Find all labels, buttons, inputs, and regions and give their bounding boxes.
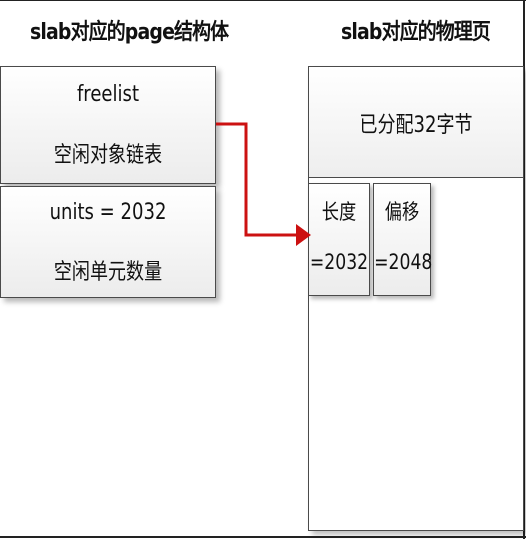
freelist-field: freelist 空闲对象链表	[0, 66, 216, 184]
allocated-block: 已分配32字节	[308, 66, 524, 178]
length-cell: 长度 =2032	[308, 183, 370, 296]
frame-bottom-border	[0, 536, 526, 538]
page-struct-title: slab对应的page结构体	[30, 20, 229, 45]
freelist-label: freelist	[76, 82, 140, 107]
arrow-head	[296, 224, 311, 246]
offset-cell: 偏移 =2048	[373, 183, 433, 296]
frame-top-border	[0, 0, 526, 1]
offset-value: =2048	[374, 250, 433, 274]
allocated-label: 已分配32字节	[359, 113, 473, 138]
frame-right-border	[523, 0, 525, 539]
length-label: 长度	[321, 200, 357, 224]
units-label: units = 2032	[49, 200, 167, 225]
units-field: units = 2032 空闲单元数量	[0, 186, 216, 298]
arrow-line	[216, 122, 296, 237]
physical-page-title: slab对应的物理页	[341, 20, 491, 45]
units-description: 空闲单元数量	[53, 260, 163, 285]
length-value: =2032	[309, 250, 369, 274]
offset-label: 偏移	[384, 200, 420, 224]
freelist-description: 空闲对象链表	[53, 143, 163, 168]
